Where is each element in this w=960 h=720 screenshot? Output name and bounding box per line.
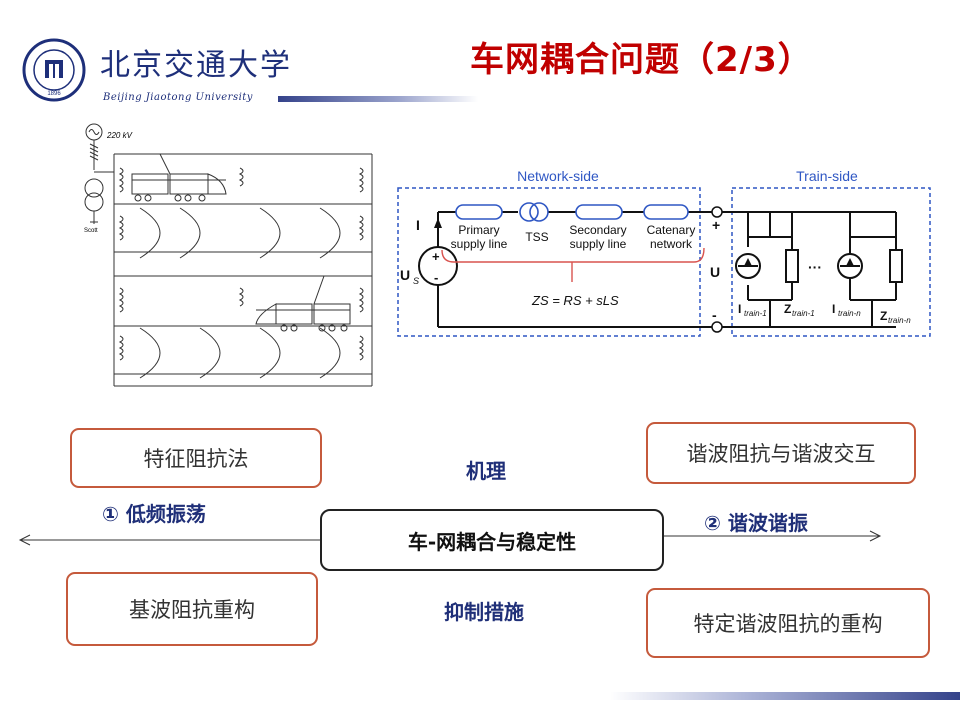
terminal-icon (711, 321, 723, 333)
voltage-label: U (710, 264, 720, 280)
slide-title: 车网耦合问题（2/3） (470, 40, 813, 80)
low-frequency-oscillation-label: ① 低频振荡 (102, 502, 206, 526)
catenary-label-1: Catenary (647, 223, 696, 237)
trainn-current-label: I (832, 302, 835, 316)
feature-impedance-method-box: 特征阻抗法 (70, 428, 322, 488)
voltage-label: 220 kV (106, 131, 133, 140)
secondary-label-2: supply line (570, 237, 627, 251)
source-plus: + (432, 249, 440, 264)
harmonic-resonance-label: ② 谐波谐振 (704, 511, 808, 535)
train-icon (131, 153, 227, 202)
primary-line-icon (455, 204, 503, 220)
catenary-icon (643, 204, 689, 220)
source-label: U (400, 267, 410, 283)
tss-label: TSS (525, 230, 548, 244)
primary-label-2: supply line (451, 237, 508, 251)
fundamental-impedance-reshaping-box: 基波阻抗重构 (66, 572, 318, 646)
university-logo: 1896 (22, 38, 86, 102)
current-arrow-icon (434, 218, 442, 228)
mechanism-label: 机理 (466, 459, 506, 483)
current-source-icon (735, 253, 761, 279)
circuit-diagram: Network-side Train-side (397, 168, 931, 337)
impedance-icon (785, 249, 799, 283)
coupling-stability-box: 车-网耦合与稳定性 (320, 509, 664, 571)
concept-arrows (18, 530, 882, 546)
university-name-cn: 北京交通大学 (100, 48, 292, 83)
footer-divider (610, 692, 960, 700)
railway-power-diagram: 220 kV Scott (84, 123, 373, 387)
train1-impedance-sub: train-1 (792, 309, 815, 318)
network-side-box (397, 187, 701, 337)
trainn-impedance-sub: train-n (888, 316, 911, 325)
impedance-bracket (441, 247, 705, 263)
suppression-label: 抑制措施 (444, 600, 524, 624)
train1-current-label: I (738, 302, 741, 316)
network-side-label: Network-side (517, 168, 599, 184)
trainn-impedance-label: Z (880, 309, 887, 323)
zs-formula: ZS = RS + sLS (531, 293, 619, 308)
ellipsis: ··· (808, 259, 822, 275)
train-side-label: Train-side (796, 168, 858, 184)
impedance-icon (889, 249, 903, 283)
header-divider (278, 96, 478, 102)
catenary-label-2: network (650, 237, 693, 251)
specific-harmonic-impedance-box: 特定谐波阻抗的重构 (646, 588, 930, 658)
primary-label-1: Primary (458, 223, 499, 237)
current-source-icon (837, 253, 863, 279)
harmonic-impedance-interaction-box: 谐波阻抗与谐波交互 (646, 422, 916, 484)
transformer-icon (84, 178, 104, 198)
secondary-label-1: Secondary (569, 223, 626, 237)
university-name-en: Beijing Jiaotong University (103, 92, 253, 103)
train-side-box (731, 187, 931, 337)
transformer-label: Scott (84, 228, 98, 234)
left-arrow-icon (18, 534, 31, 546)
secondary-line-icon (575, 204, 623, 220)
plus-terminal: + (712, 217, 720, 233)
train1-current-sub: train-1 (744, 309, 767, 318)
terminal-icon (711, 206, 723, 218)
voltage-source-icon (418, 246, 458, 286)
minus-terminal: - (712, 307, 717, 323)
source-minus: - (434, 270, 438, 285)
train1-impedance-label: Z (784, 302, 791, 316)
source-sub: S (413, 276, 419, 286)
train-icon (255, 275, 351, 332)
right-arrow-icon (869, 530, 882, 542)
current-label: I (416, 217, 420, 233)
logo-year: 1896 (47, 91, 61, 97)
tss-transformer-icon (519, 202, 539, 222)
trainn-current-sub: train-n (838, 309, 861, 318)
